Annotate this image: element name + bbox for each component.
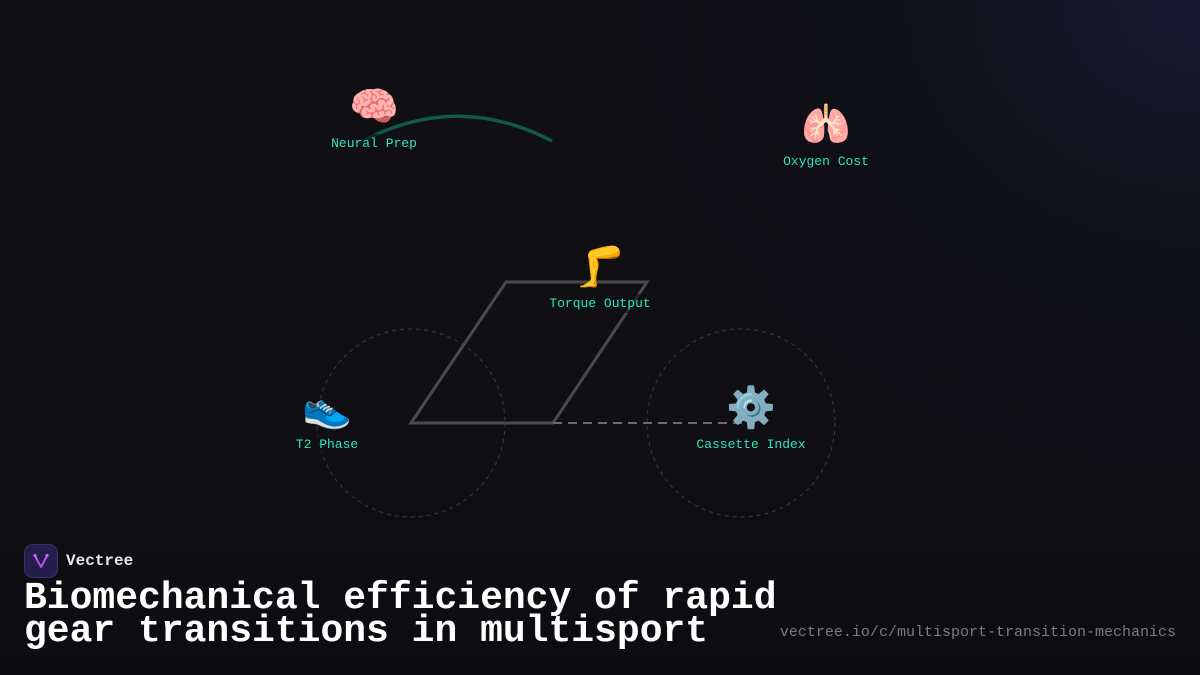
node-cassette-index[interactable]: ⚙️ Cassette Index	[690, 385, 812, 454]
node-oxygen-cost[interactable]: 🫁 Oxygen Cost	[777, 102, 875, 171]
node-neural-prep[interactable]: 🧠 Neural Prep	[325, 84, 423, 153]
front-wheel-circle	[646, 328, 836, 518]
vectree-logo-icon	[24, 544, 58, 578]
node-label: Torque Output	[543, 294, 657, 313]
node-t2-phase[interactable]: 👟 T2 Phase	[289, 385, 365, 454]
brand[interactable]: Vectree	[24, 544, 133, 578]
leg-icon: 🦵	[575, 244, 625, 290]
brain-icon: 🧠	[349, 84, 399, 130]
connection-arc	[364, 114, 553, 143]
node-label: Neural Prep	[325, 134, 423, 153]
page-title: Biomechanical efficiency of rapid gear t…	[24, 580, 784, 651]
bike-frame	[408, 280, 650, 425]
title-line-2: gear transitions in multisport	[24, 610, 709, 653]
node-label: Cassette Index	[690, 435, 812, 454]
gear-icon: ⚙️	[726, 385, 776, 431]
node-torque-output[interactable]: 🦵 Torque Output	[543, 244, 657, 313]
running-shoe-icon: 👟	[302, 385, 352, 431]
brand-name: Vectree	[66, 552, 134, 570]
node-label: T2 Phase	[289, 435, 365, 454]
node-label: Oxygen Cost	[777, 152, 875, 171]
lungs-icon: 🫁	[801, 102, 851, 148]
title-line-1: Biomechanical efficiency of rapid	[24, 577, 777, 620]
source-url[interactable]: vectree.io/c/multisport-transition-mecha…	[779, 624, 1176, 641]
